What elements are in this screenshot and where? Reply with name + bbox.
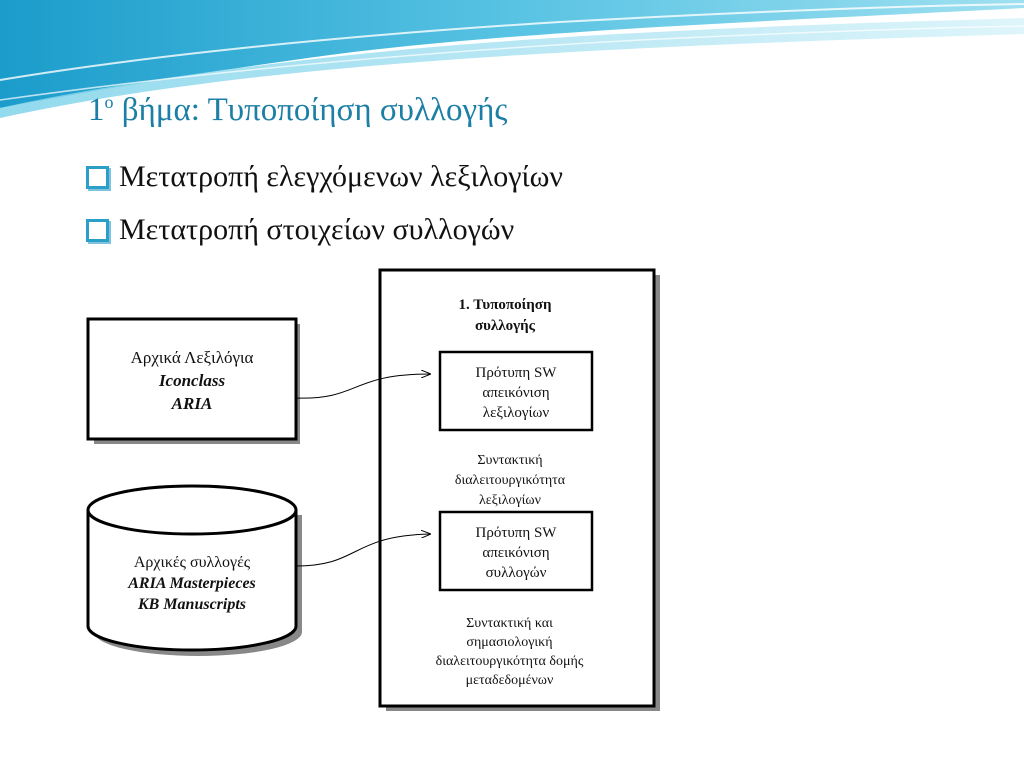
sw-vocab-box [438, 350, 594, 432]
process-title-line: συλλογής [474, 318, 536, 334]
sw-vocab-line: λεξιλογίων [482, 405, 550, 421]
coll-line: ARIA Masterpieces [128, 575, 256, 592]
vocab-line: Αρχικά Λεξιλόγια [130, 348, 254, 367]
synt-coll-label: Συντακτική και σημασιολογική διαλειτουργ… [412, 614, 607, 690]
sw-coll-line: απεικόνιση [482, 545, 550, 561]
synt-vocab-label: Συντακτική διαλειτουργικότητα λεξιλογίων [420, 451, 600, 511]
vocab-connector-arrow [295, 374, 430, 399]
synt-vocab-line: Συντακτική [477, 453, 543, 468]
bullet-item: Μετατροπή ελεγχόμενων λεξιλογίων [86, 160, 563, 194]
checkbox-bullet-icon [86, 218, 109, 242]
sw-vocab-line: Πρότυπη SW [475, 365, 557, 381]
coll-line: KB Manuscripts [137, 596, 247, 613]
process-title-line: 1. Τυποποίηση [458, 297, 552, 313]
coll-line: Αρχικές συλλογές [133, 554, 251, 571]
title-text: βήμα: Τυποποίηση συλλογής [113, 92, 508, 128]
vocab-line: Iconclass [158, 371, 226, 390]
vocab-box-label: Αρχικά Λεξιλόγια Iconclass ARIA [92, 346, 292, 415]
synt-coll-line: μεταδεδομένων [465, 673, 554, 688]
title-number: 1 [88, 92, 105, 128]
vocab-line: ARIA [171, 394, 213, 413]
slide-title: 1ο βήμα: Τυποποίηση συλλογής [88, 92, 507, 129]
collections-cylinder [86, 510, 298, 652]
checkbox-bullet-icon [86, 165, 109, 189]
synt-coll-line: διαλειτουργικότητα δομής [435, 654, 584, 669]
bullet-text: Μετατροπή στοιχείων συλλογών [119, 213, 515, 246]
coll-connector-arrow [295, 534, 430, 567]
bullet-item: Μετατροπή στοιχείων συλλογών [86, 213, 514, 247]
sw-vocab-line: απεικόνιση [482, 385, 550, 401]
cylinder-top [86, 484, 298, 536]
process-box [378, 268, 656, 708]
sw-coll-label: Πρότυπη SW απεικόνιση συλλογών [442, 523, 590, 583]
synt-coll-line: Συντακτική και [466, 616, 553, 631]
sw-coll-line: συλλογών [485, 565, 547, 581]
sw-coll-box [438, 510, 594, 592]
vocab-box [86, 317, 298, 441]
synt-coll-line: σημασιολογική [466, 635, 553, 650]
process-title: 1. Τυποποίηση συλλογής [420, 295, 590, 337]
header-waves [0, 0, 1024, 118]
sw-vocab-label: Πρότυπη SW απεικόνιση λεξιλογίων [442, 363, 590, 423]
bullet-text: Μετατροπή ελεγχόμενων λεξιλογίων [119, 160, 563, 193]
synt-vocab-line: λεξιλογίων [479, 493, 541, 508]
title-superscript: ο [104, 92, 114, 112]
collections-label: Αρχικές συλλογές ARIA Masterpieces KB Ma… [92, 552, 292, 615]
synt-vocab-line: διαλειτουργικότητα [454, 473, 566, 488]
sw-coll-line: Πρότυπη SW [475, 525, 557, 541]
